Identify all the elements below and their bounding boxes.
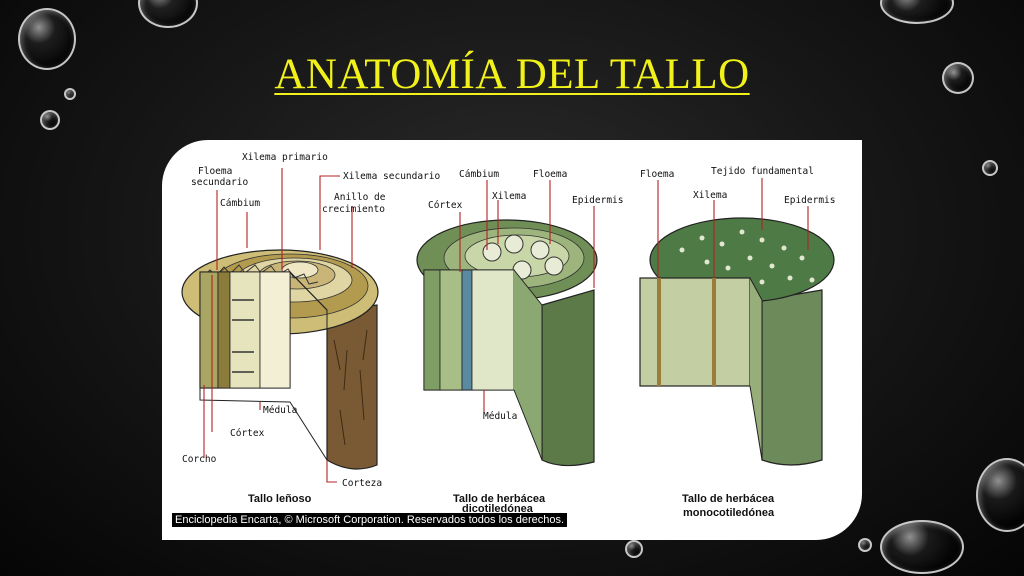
stem-illustration: Xilema primario Floema secundario Xilema… — [162, 140, 862, 540]
label-xilema-secundario: Xilema secundario — [343, 171, 441, 182]
label-medula-dicot: Médula — [483, 411, 517, 422]
label-floema-secundario-1: Floema — [198, 166, 232, 177]
water-drop-decoration — [138, 0, 198, 28]
label-floema-monocot: Floema — [640, 169, 674, 180]
slide-title: ANATOMÍA DEL TALLO — [0, 50, 1024, 99]
label-xilema-dicot: Xilema — [492, 191, 526, 202]
water-drop-decoration — [880, 520, 964, 574]
label-corcho: Corcho — [182, 454, 217, 465]
label-medula-woody: Médula — [263, 405, 297, 416]
label-anillo-2: crecimiento — [322, 204, 385, 215]
water-drop-decoration — [40, 110, 60, 130]
caption-monocot-2: monocotiledónea — [683, 507, 775, 519]
label-corteza: Corteza — [342, 478, 382, 489]
woody-stem-diagram — [182, 250, 378, 469]
copyright-notice: Enciclopedia Encarta, © Microsoft Corpor… — [172, 513, 567, 527]
label-floema-secundario-2: secundario — [191, 177, 248, 188]
label-tejido-fundamental: Tejido fundamental — [711, 166, 814, 177]
label-xilema-monocot: Xilema — [693, 190, 727, 201]
label-epidermis-dicot: Epidermis — [572, 195, 623, 206]
label-cambium-dicot: Cámbium — [459, 169, 499, 180]
label-floema-dicot: Floema — [533, 169, 567, 180]
water-drop-decoration — [880, 0, 954, 24]
dicot-stem-diagram — [417, 220, 597, 466]
caption-woody: Tallo leñoso — [248, 493, 312, 505]
water-drop-decoration — [625, 540, 643, 558]
label-xilema-primario: Xilema primario — [242, 152, 328, 163]
water-drop-decoration — [858, 538, 872, 552]
water-drop-decoration — [982, 160, 998, 176]
label-cambium-woody: Cámbium — [220, 198, 260, 209]
label-anillo-1: Anillo de — [334, 192, 386, 203]
stem-anatomy-figure: Xilema primario Floema secundario Xilema… — [162, 140, 862, 540]
label-epidermis-monocot: Epidermis — [784, 195, 835, 206]
caption-monocot-1: Tallo de herbácea — [682, 493, 775, 505]
monocot-stem-diagram — [640, 218, 834, 465]
water-drop-decoration — [976, 458, 1024, 532]
label-cortex-dicot: Córtex — [428, 200, 463, 211]
label-cortex-woody: Córtex — [230, 428, 265, 439]
